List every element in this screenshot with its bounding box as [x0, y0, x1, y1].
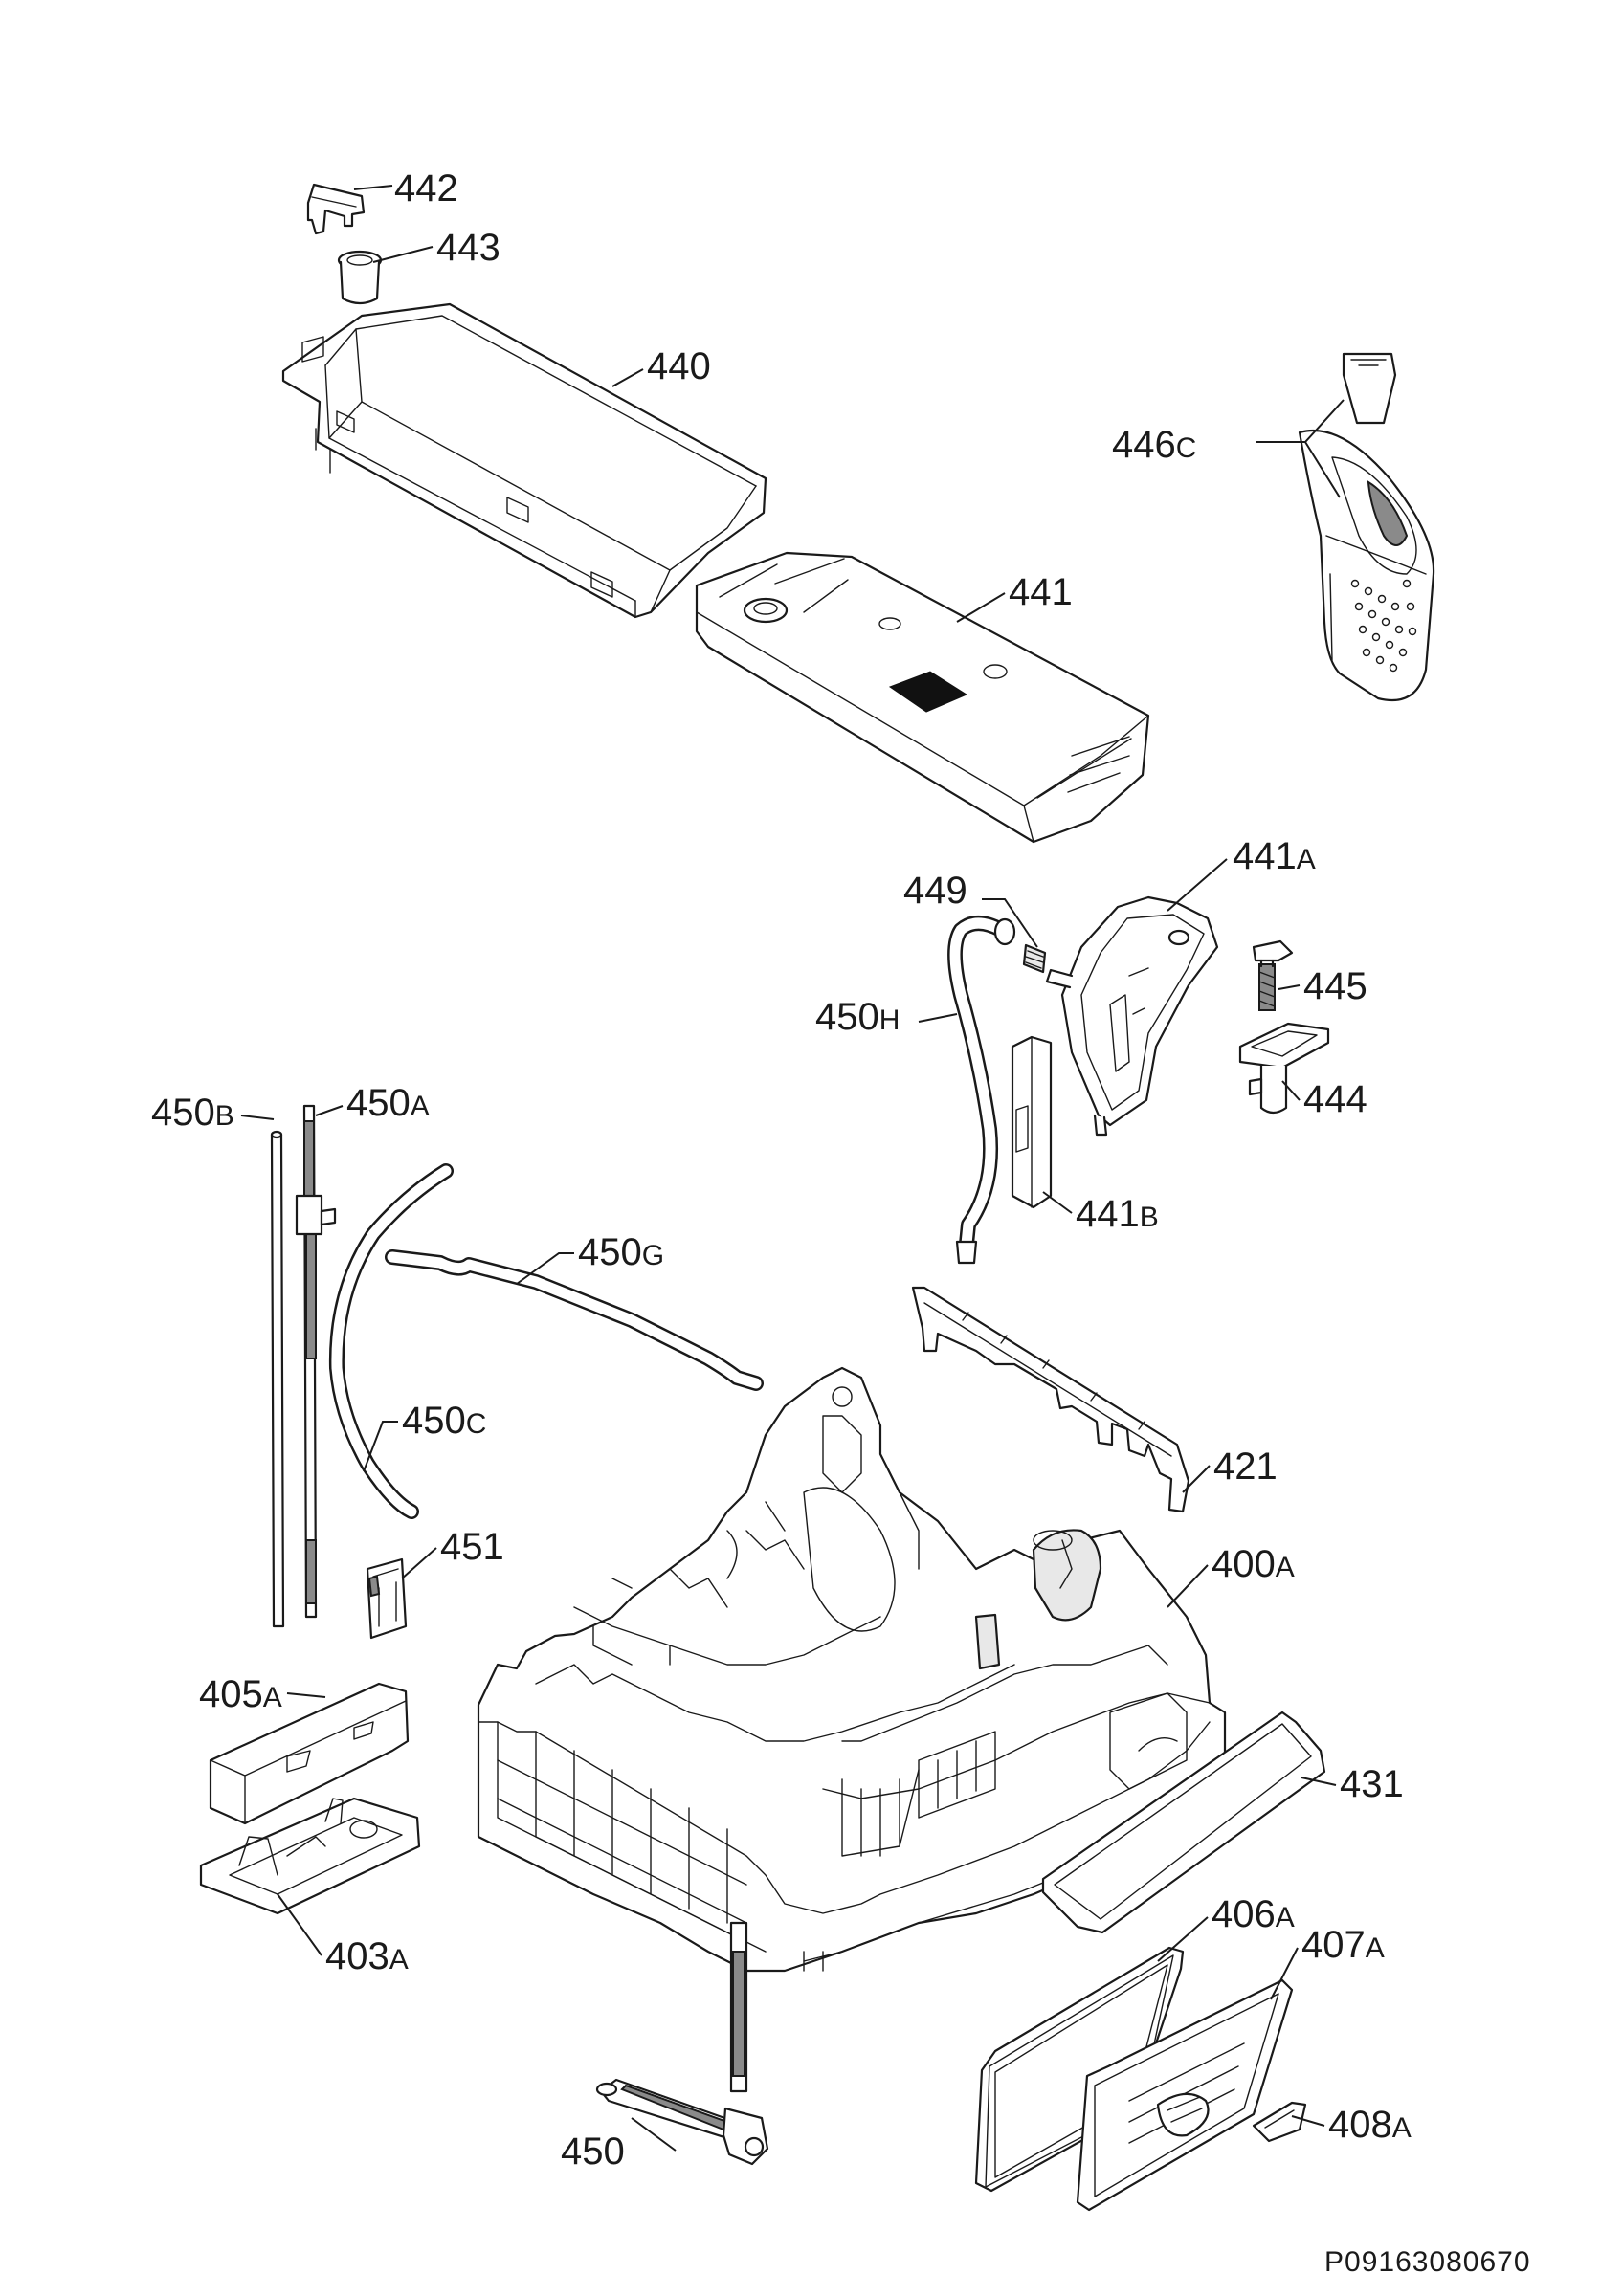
label-421: 421 — [1213, 1446, 1278, 1488]
label-441: 441 — [1009, 571, 1073, 613]
label-405a: 405A — [199, 1673, 282, 1715]
label-443: 443 — [436, 227, 500, 269]
label-446c: 446C — [1112, 424, 1196, 466]
part-443-sleeve — [337, 250, 383, 305]
part-405a-cover — [209, 1682, 410, 1825]
part-441b-siphon-insert — [1011, 1035, 1053, 1209]
part-407a-filter-cover — [1076, 1978, 1294, 2212]
label-450a: 450A — [346, 1082, 430, 1124]
part-400a-base-frame — [477, 1366, 1227, 1973]
part-441-dispenser-drawer — [695, 551, 1150, 844]
part-442-clip — [306, 183, 366, 235]
part-450g-hose — [385, 1249, 764, 1391]
label-440: 440 — [647, 345, 711, 387]
label-400a: 400A — [1212, 1543, 1295, 1585]
label-431: 431 — [1340, 1763, 1404, 1805]
label-403a: 403A — [325, 1935, 409, 1977]
label-450g: 450G — [578, 1231, 664, 1273]
part-labels: 442 443 440 446C 441 441A 449 450H 445 4… — [151, 167, 1412, 2173]
part-403a-cover-plate — [199, 1797, 421, 1915]
part-440-dispenser-housing — [281, 302, 767, 619]
label-441b: 441B — [1076, 1193, 1159, 1235]
label-450: 450 — [561, 2130, 625, 2173]
part-408a-filter-clip — [1252, 2101, 1307, 2143]
part-421-bracket — [911, 1286, 1190, 1513]
part-446c-detergent-dosing-cup — [1298, 352, 1435, 702]
part-450a-tube — [295, 1104, 337, 1619]
label-407a: 407A — [1301, 1924, 1385, 1966]
label-442: 442 — [394, 167, 458, 210]
label-444: 444 — [1303, 1078, 1367, 1120]
part-441a-siphon-cover — [1045, 895, 1219, 1137]
label-406a: 406A — [1212, 1893, 1295, 1935]
part-450b-tube — [270, 1130, 285, 1628]
part-445-valve-plunger — [1252, 939, 1294, 1011]
label-449: 449 — [903, 870, 967, 912]
part-431-gasket — [1041, 1711, 1326, 1934]
label-445: 445 — [1303, 965, 1367, 1007]
part-406a-seal — [974, 1946, 1185, 2193]
label-450b: 450B — [151, 1092, 234, 1134]
part-450h-hose — [947, 916, 1016, 1265]
part-449-spring — [1022, 943, 1047, 974]
part-450-inlet-tube — [595, 1921, 769, 2166]
label-408a: 408A — [1328, 2104, 1412, 2146]
label-451: 451 — [440, 1526, 504, 1568]
part-450c-hose — [328, 1163, 454, 1519]
leader-lines — [240, 185, 1345, 2152]
label-441a: 441A — [1233, 835, 1316, 877]
drawing-code: P09163080670 — [1324, 2246, 1531, 2278]
part-451-clip — [366, 1557, 408, 1640]
part-444-siphon — [1238, 1022, 1330, 1115]
label-450c: 450C — [402, 1400, 486, 1442]
label-450h: 450H — [815, 996, 900, 1038]
